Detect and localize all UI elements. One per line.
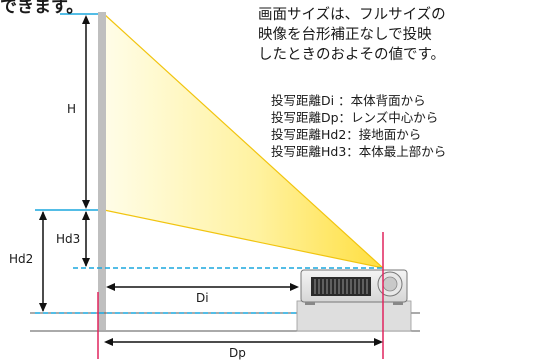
description-line-1: 画面サイズは、フルサイズの bbox=[258, 7, 446, 23]
legend-line-di: 投写距離Di ：本体背面から bbox=[271, 93, 426, 108]
h-arrow-head-top bbox=[82, 15, 90, 24]
beam-upper-edge bbox=[103, 13, 384, 269]
label-dp: Dp bbox=[229, 346, 246, 360]
label-hd2: Hd2 bbox=[9, 252, 34, 266]
projector bbox=[300, 269, 408, 305]
hd2-arrow-head-top bbox=[39, 211, 47, 220]
dp-arrow-head-left bbox=[104, 338, 113, 346]
beam-lower-edge bbox=[103, 209, 384, 269]
hd3-arrow-head-bottom bbox=[82, 258, 90, 267]
di-arrow-head-right bbox=[290, 283, 299, 291]
description-line-2: 映像を台形補正なしで投映 bbox=[258, 27, 432, 43]
legend-line-dp: 投写距離Dp：レンズ中心から bbox=[271, 110, 439, 125]
dp-arrow-head-right bbox=[374, 338, 383, 346]
legend-line-hd2: 投写距離Hd2：接地面から bbox=[271, 127, 422, 142]
description-line-3: したときのおよその値です。 bbox=[258, 47, 446, 63]
screen-wall bbox=[98, 12, 106, 330]
label-di: Di bbox=[196, 291, 209, 305]
projector-stand bbox=[296, 300, 412, 332]
di-arrow-head-left bbox=[106, 283, 115, 291]
hd2-arrow-head-bottom bbox=[39, 303, 47, 312]
top-text-fragment: できます。 bbox=[0, 0, 84, 17]
label-h: H bbox=[67, 102, 77, 116]
label-hd3: Hd3 bbox=[56, 232, 81, 246]
hd3-arrow-head-top bbox=[82, 211, 90, 220]
legend-line-hd3: 投写距離Hd3：本体最上部から bbox=[271, 144, 447, 159]
h-arrow-head-bottom bbox=[82, 200, 90, 209]
